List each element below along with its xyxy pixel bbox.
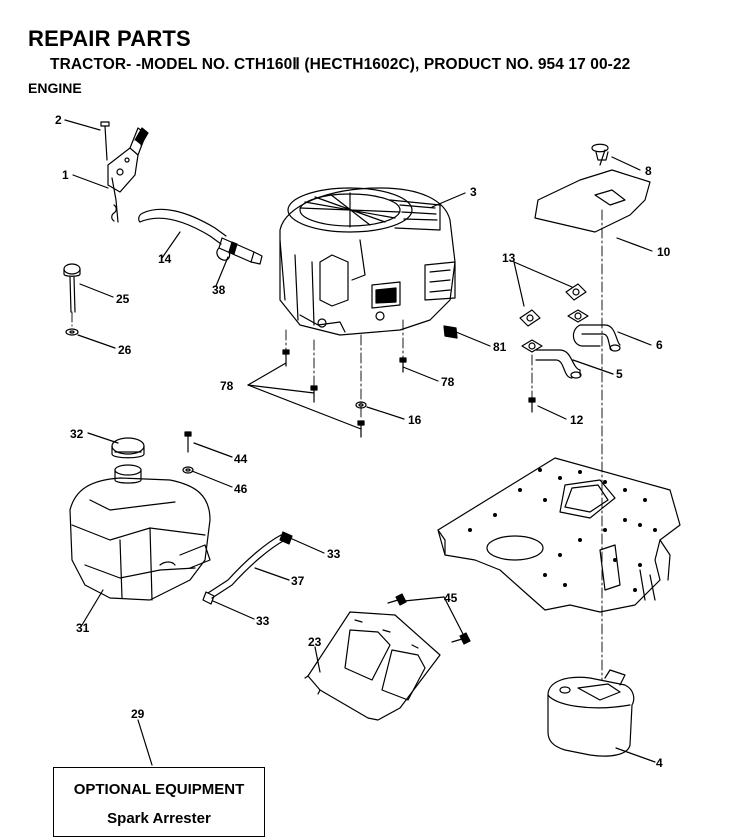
model-line: TRACTOR- -MODEL NO. CTH160Ⅱ (HECTH1602C)…	[50, 56, 631, 73]
optional-equipment-box: OPTIONAL EQUIPMENT Spark Arrester	[53, 767, 265, 837]
callout-label: 78	[441, 375, 455, 389]
callout-label: 2	[55, 113, 62, 127]
fuel-fitting	[216, 237, 263, 265]
oil-drain-plug	[443, 325, 458, 339]
spark-arrester-label: Spark Arrester	[107, 810, 211, 827]
callout-label: 33	[327, 547, 341, 561]
tank-fasteners	[182, 431, 194, 474]
callout-label: 33	[256, 614, 270, 628]
callout-label: 14	[158, 252, 172, 266]
throttle-control	[100, 121, 149, 223]
air-duct	[534, 143, 651, 233]
callout-label: 81	[493, 340, 507, 354]
engine	[279, 187, 456, 336]
callout-label: 16	[408, 413, 422, 427]
callout-label: 37	[291, 574, 305, 588]
optional-equipment-heading: OPTIONAL EQUIPMENT	[73, 781, 245, 798]
callout-label: 26	[118, 343, 132, 357]
callout-label: 1	[62, 168, 69, 182]
callout-label: 4	[656, 756, 663, 770]
callout-label: 12	[570, 413, 584, 427]
callout-label: 46	[234, 482, 248, 496]
engine-bolts	[282, 349, 407, 438]
fuel-tank	[69, 437, 211, 601]
fuel-line	[202, 531, 293, 605]
frame	[437, 457, 681, 613]
callout-label: 78	[220, 379, 234, 393]
callout-label: 31	[76, 621, 90, 635]
callout-label: 45	[444, 591, 458, 605]
callout-labels: 2 1 14 38 3 8 10 13 6 5 12 25 26 81 78 7…	[55, 113, 671, 770]
fuel-hose	[138, 208, 227, 245]
dipstick	[63, 263, 81, 336]
page-title: REPAIR PARTS	[28, 26, 191, 51]
muffler	[547, 669, 635, 757]
callout-label: 29	[131, 707, 145, 721]
exhaust-pipes	[519, 283, 621, 413]
callout-label: 10	[657, 245, 671, 259]
alignment-lines	[71, 209, 603, 681]
callout-label: 38	[212, 283, 226, 297]
callout-label: 3	[470, 185, 477, 199]
heat-shield	[304, 593, 471, 721]
callout-label: 8	[645, 164, 652, 178]
callout-label: 25	[116, 292, 130, 306]
callout-label: 13	[502, 251, 516, 265]
callout-label: 32	[70, 427, 84, 441]
callout-label: 44	[234, 452, 248, 466]
callout-label: 23	[308, 635, 322, 649]
callout-label: 5	[616, 367, 623, 381]
section-title: ENGINE	[28, 80, 82, 96]
callout-label: 6	[656, 338, 663, 352]
